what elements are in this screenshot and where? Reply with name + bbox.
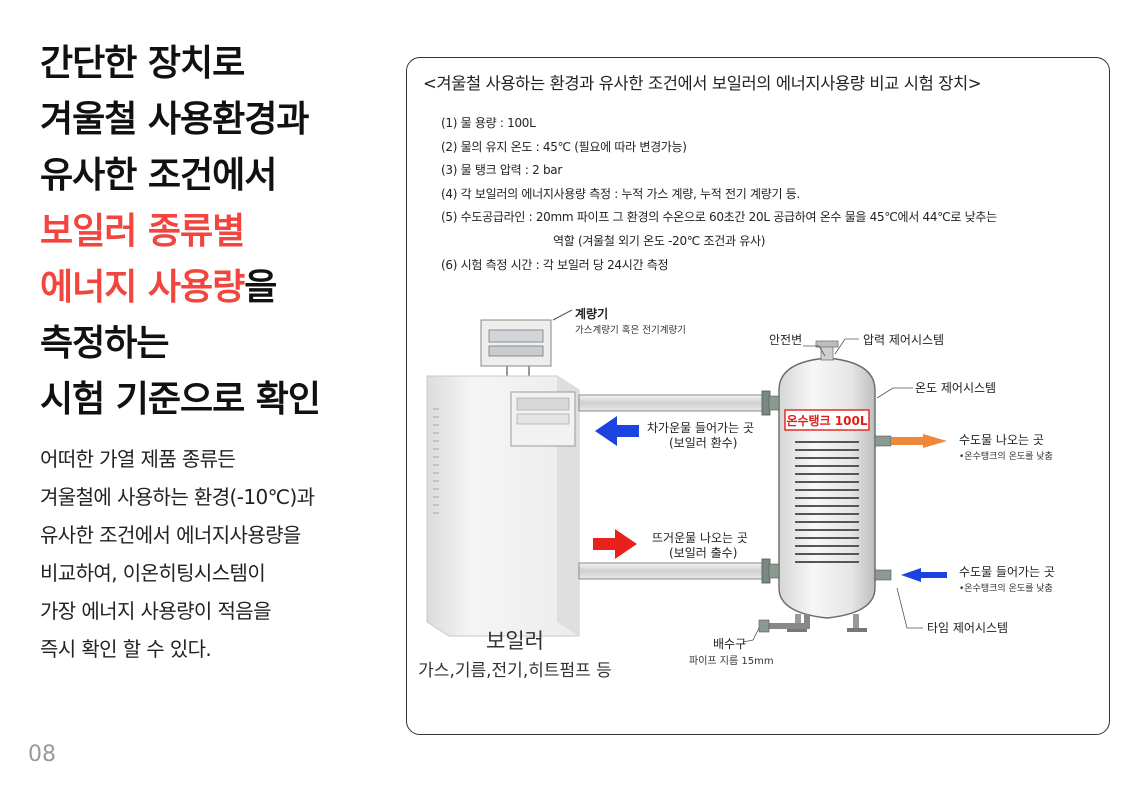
cold-return-sub-label: (보일러 환수) — [669, 436, 737, 450]
description-line-1: 어떠한 가열 제품 종류든 — [40, 447, 236, 471]
hot-outlet-label: 뜨거운물 나오는 곳 — [652, 531, 748, 545]
description: 어떠한 가열 제품 종류든 겨울철에 사용하는 환경(-10℃)과 유사한 조건… — [40, 440, 390, 668]
headline-line-5-rest: 을 — [244, 267, 277, 308]
hot-water-tank — [758, 340, 892, 633]
tap-out-pipe — [891, 437, 923, 445]
spec-list: (1) 물 용량 : 100L (2) 물의 유지 온도 : 45℃ (필요에 … — [441, 112, 997, 277]
description-line-2: 겨울철에 사용하는 환경(-10℃)과 — [40, 485, 315, 509]
tap-out-label: 수도물 나오는 곳 — [959, 433, 1044, 447]
tap-out-arrow-icon — [923, 434, 947, 448]
cold-return-label: 차가운물 들어가는 곳 — [647, 421, 754, 435]
temp-control-label: 온도 제어시스템 — [915, 381, 996, 395]
meter-box — [480, 319, 552, 378]
timer-control-label: 타임 제어시스템 — [927, 621, 1008, 635]
tap-in-arrow-icon — [901, 568, 947, 582]
return-pipe — [578, 394, 770, 412]
hot-outlet-arrow-icon — [593, 529, 637, 559]
meter-label: 계량기 — [575, 306, 608, 321]
pressure-control-callout-line — [834, 338, 859, 355]
apparatus-diagram: 계량기 가스계량기 혹은 전기계량기 차가운 — [418, 306, 1055, 681]
spec-item-continuation: 역할 (겨울철 외기 온도 -20℃ 조건과 유사) — [553, 233, 766, 248]
page-number: 08 — [28, 742, 56, 767]
tap-out-sub-label: •온수탱크의 온도를 낮춤 — [959, 451, 1053, 462]
tank-label: 온수탱크 100L — [786, 413, 867, 428]
temp-control-callout-line — [876, 387, 913, 399]
headline-line-4: 보일러 종류별 — [40, 211, 245, 252]
timer-control-callout-line — [896, 587, 923, 629]
headline-line-7: 시험 기준으로 확인 — [40, 379, 321, 420]
spec-item: (3) 물 탱크 압력 : 2 bar — [441, 163, 562, 178]
test-apparatus-panel: <겨울철 사용하는 환경과 유사한 조건에서 보일러의 에너지사용량 비교 시험… — [406, 57, 1110, 735]
spec-item: (1) 물 용량 : 100L — [441, 116, 536, 130]
pressure-control-label: 압력 제어시스템 — [863, 333, 944, 347]
description-line-3: 유사한 조건에서 에너지사용량을 — [40, 523, 301, 547]
spec-item: (4) 각 보일러의 에너지사용량 측정 : 누적 가스 계량, 누적 전기 계… — [441, 186, 801, 201]
spec-item: (2) 물의 유지 온도 : 45℃ (필요에 따라 변경가능) — [441, 139, 687, 154]
meter-callout-line — [552, 309, 573, 321]
cold-return-arrow-icon — [595, 416, 639, 446]
hot-outlet-sub-label: (보일러 출수) — [669, 546, 737, 560]
headline-line-1: 간단한 장치로 — [40, 43, 245, 84]
drain-callout-line — [742, 627, 760, 643]
boiler-unit — [426, 375, 580, 637]
description-line-4: 비교하여, 이온히팅시스템이 — [40, 561, 266, 585]
headline: 간단한 장치로 겨울철 사용환경과 유사한 조건에서 보일러 종류별 에너지 사… — [40, 36, 390, 428]
tap-in-label: 수도물 들어가는 곳 — [959, 565, 1055, 579]
spec-item: (6) 시험 측정 시간 : 각 보일러 당 24시간 측정 — [441, 257, 669, 272]
headline-line-3: 유사한 조건에서 — [40, 155, 277, 196]
meter-sub-label: 가스계량기 혹은 전기계량기 — [575, 324, 686, 336]
headline-line-5: 에너지 사용량을 — [40, 260, 390, 316]
safety-valve-label: 안전변 — [769, 333, 802, 347]
headline-line-6: 측정하는 — [40, 323, 169, 364]
panel-title: <겨울철 사용하는 환경과 유사한 조건에서 보일러의 에너지사용량 비교 시험… — [423, 74, 982, 93]
headline-line-2: 겨울철 사용환경과 — [40, 99, 310, 140]
spec-item: (5) 수도공급라인 : 20mm 파이프 그 환경의 수온으로 60초간 20… — [441, 210, 997, 225]
description-line-5: 가장 에너지 사용량이 적음을 — [40, 599, 271, 623]
headline-line-5-highlight: 에너지 사용량 — [40, 267, 245, 308]
tap-in-sub-label: •온수탱크의 온도를 낮춤 — [959, 583, 1053, 594]
boiler-label: 보일러 — [486, 629, 544, 653]
supply-pipe — [578, 562, 770, 580]
boiler-types-label: 가스,기름,전기,히트펌프 등 — [418, 661, 612, 681]
safety-valve-callout-line — [803, 345, 826, 357]
drain-label: 배수구 — [713, 637, 746, 651]
drain-sub-label: 파이프 지름 15mm — [689, 655, 774, 667]
description-line-6: 즉시 확인 할 수 있다. — [40, 637, 212, 661]
